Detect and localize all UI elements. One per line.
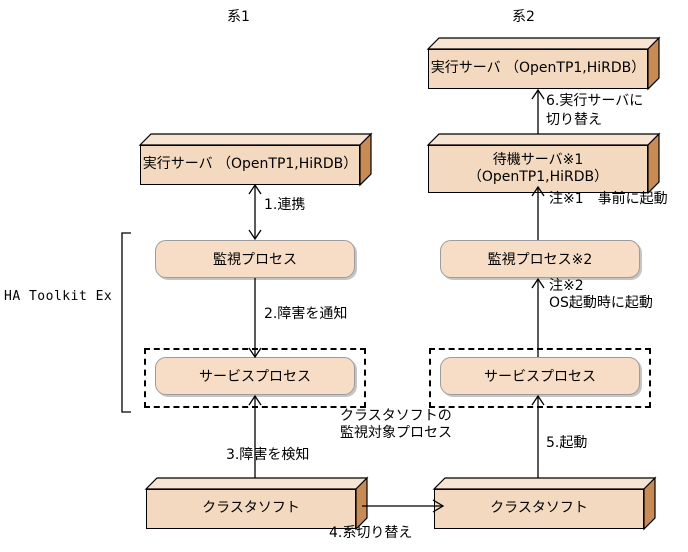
box-left-cluster-software-label: クラスタソフト	[146, 489, 356, 529]
arrow-step1-head-up	[248, 183, 262, 195]
monitored-process-note-line1: クラスタソフトの	[340, 408, 452, 424]
box-right-active-server: 実行サーバ （OpenTP1,HiRDB）	[426, 36, 661, 91]
arrow-step1-head-down	[248, 229, 262, 241]
note-2-line1: 注※2	[549, 278, 584, 294]
arrow-label-step1: 1.連携	[264, 197, 306, 213]
group-label-ha-toolkit: HA Toolkit Ex	[4, 289, 113, 304]
box-right-standby-server: 待機サーバ※1 （OpenTP1,HiRDB）	[426, 132, 661, 195]
arrow-note2-head	[531, 277, 545, 289]
box-left-cluster-software: クラスタソフト	[144, 476, 369, 531]
box-right-cluster-software-label: クラスタソフト	[434, 489, 644, 529]
box-right-standby-server-labels: 待機サーバ※1 （OpenTP1,HiRDB）	[428, 145, 648, 193]
note-1: 注※1 事前に起動	[549, 191, 668, 207]
arrow-label-step6-line1: 6.実行サーバに	[546, 93, 644, 109]
arrow-step6-head	[531, 88, 545, 100]
arrow-label-step6-line2: 切り替え	[546, 112, 602, 128]
arrow-label-step3: 3.障害を検知	[226, 447, 310, 463]
note-2-line2: OS起動時に起動	[549, 295, 653, 311]
box-bevel	[138, 132, 373, 187]
box-bevel	[426, 132, 661, 195]
box-right-monitor-process: 監視プロセス※2	[440, 240, 640, 278]
box-left-monitor-process: 監視プロセス	[155, 240, 355, 278]
box-right-cluster-software: クラスタソフト	[432, 476, 657, 531]
box-right-service-process: サービスプロセス	[440, 357, 640, 395]
box-right-active-server-label: 実行サーバ （OpenTP1,HiRDB）	[428, 49, 648, 89]
column-title-left: 系1	[227, 9, 250, 25]
box-right-standby-server-line2: （OpenTP1,HiRDB）	[467, 169, 609, 185]
box-right-monitor-process-label: 監視プロセス※2	[487, 252, 593, 268]
box-left-service-process: サービスプロセス	[155, 357, 355, 395]
box-left-service-process-label: サービスプロセス	[199, 369, 311, 385]
dashed-group-right	[429, 348, 651, 408]
monitored-process-note-line2: 監視対象プロセス	[340, 425, 452, 441]
box-left-monitor-process-label: 監視プロセス	[213, 252, 297, 268]
arrow-label-step2: 2.障害を通知	[264, 306, 348, 322]
arrow-label-step4: 4.系切り替え	[329, 525, 413, 541]
box-bevel	[426, 36, 661, 91]
bracket-ha-toolkit	[121, 232, 131, 413]
box-right-standby-server-line1: 待機サーバ※1	[492, 151, 584, 168]
box-right-service-process-label: サービスプロセス	[484, 369, 596, 385]
arrow-label-step5: 5.起動	[546, 435, 588, 451]
box-left-active-server: 実行サーバ （OpenTP1,HiRDB）	[138, 132, 373, 187]
box-left-active-server-label: 実行サーバ （OpenTP1,HiRDB）	[140, 145, 360, 185]
column-title-right: 系2	[512, 9, 535, 25]
